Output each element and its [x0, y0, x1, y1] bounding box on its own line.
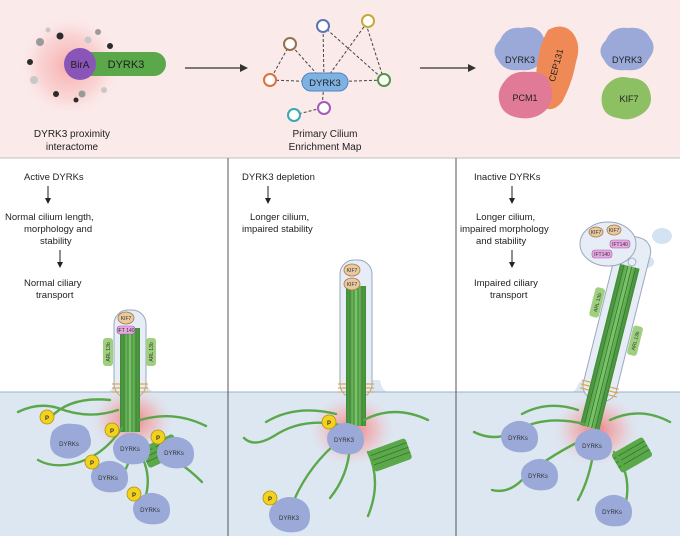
inactive-dyrk-blob-3: DYRKs	[521, 458, 558, 491]
dyrk-blob-2-label: DYRKs	[120, 447, 140, 453]
active-dyrk-blob-5: DYRKs	[133, 492, 170, 525]
depletion-title: DYRK3 depletion	[242, 172, 315, 183]
dyrk3-blob-b	[600, 27, 654, 71]
inactive-ift140-b: IFT140	[594, 252, 610, 258]
enrichment-map-panel: DYRK3 Primary Cilium Enrichment Map	[263, 14, 391, 153]
dyrk3-fusion-label: DYRK3	[108, 59, 145, 71]
svg-text:P: P	[132, 493, 136, 499]
inactive-dyrk-blob-2: DYRKs	[575, 428, 612, 461]
active-arl13b-left: ARL 13b	[106, 342, 112, 361]
bira-circle	[64, 48, 96, 80]
arrow-2-head	[468, 64, 476, 72]
inactive-title: Inactive DYRKs	[474, 172, 541, 183]
panel-depletion: DYRK3 depletion Longer cilium, impaired …	[242, 172, 430, 533]
inactive-blob-2-label: DYRKs	[582, 444, 602, 450]
dyrk3-node	[301, 72, 349, 92]
active-axoneme	[120, 328, 140, 432]
inactive-arl13b-a: ARL 13b	[593, 292, 604, 312]
active-dyrk-blob-1: DYRKs	[50, 423, 91, 459]
panel-active: Active DYRKs Normal cilium length, morph…	[5, 172, 208, 525]
active-p-5: P	[126, 486, 142, 502]
depletion-blob-1-label: DYRK3	[334, 438, 355, 444]
svg-text:P: P	[90, 461, 94, 467]
dyrk3-node-label: DYRK3	[309, 78, 341, 89]
inactive-kif7-b: KIF7	[609, 228, 620, 234]
dyrk-blob-1-label: DYRKs	[59, 442, 79, 448]
active-arl13b-right: ARL 13b	[149, 342, 155, 361]
depletion-kif7-a: KIF7	[347, 268, 358, 274]
kif7-label: KIF7	[619, 94, 638, 104]
dyrk3-blob-b-label: DYRK3	[612, 55, 642, 65]
active-p-3: P	[150, 429, 166, 445]
inactive-blob-4-label: DYRKs	[602, 510, 622, 516]
depletion-axoneme	[346, 286, 366, 426]
inactive-ift140-a: IFT140	[612, 242, 628, 248]
depletion-dyrk3-blob-1: DYRK3	[327, 422, 364, 455]
complex-panel: DYRK3 CEP131 PCM1 DYRK3 KIF7	[494, 26, 654, 120]
inactive-step3-line1: Impaired ciliary	[474, 278, 538, 289]
dyrk-blob-3-label: DYRKs	[164, 451, 184, 457]
bira-label: BirA	[71, 60, 90, 71]
inactive-step2-line2: impaired morphology	[460, 224, 549, 235]
inactive-dyrk-blob-4: DYRKs	[595, 494, 632, 527]
active-step2-line3: stability	[40, 236, 72, 247]
depletion-p-2: P	[262, 490, 278, 506]
enrichment-caption-line1: Primary Cilium	[293, 129, 358, 140]
inactive-dyrk-blob-1: DYRKs	[501, 420, 538, 453]
pcm1-blob	[498, 71, 553, 119]
active-step3-line1: Normal ciliary	[24, 278, 82, 289]
inactive-step3-line2: transport	[490, 290, 528, 301]
arrow-1-head	[240, 64, 248, 72]
svg-text:P: P	[327, 421, 331, 427]
dyrk-blob-5-label: DYRKs	[140, 508, 160, 514]
active-kif7-label: KIF7	[121, 316, 132, 322]
inactive-axoneme	[580, 263, 640, 430]
dyrk3-blob-a	[494, 27, 548, 71]
inactive-arl13b-b: ARL 13b	[631, 331, 642, 351]
active-ift140-label: IFT 140	[117, 328, 134, 334]
dyrk3-blob-a-label: DYRK3	[505, 55, 535, 65]
inactive-step2-line1: Longer cilium,	[476, 212, 535, 223]
panel-inactive: Inactive DYRKs Longer cilium, impaired m…	[460, 172, 672, 527]
active-dyrk-blob-4: DYRKs	[91, 460, 128, 493]
inactive-kif7-a: KIF7	[591, 230, 602, 236]
depletion-kif7-b: KIF7	[347, 282, 358, 288]
active-dyrk-blob-3: DYRKs	[157, 436, 194, 469]
inactive-blob-1-label: DYRKs	[508, 436, 528, 442]
proximity-interactome-panel: DYRK3 BirA DYRK3 proximity interactome	[18, 14, 166, 153]
dyrk-blob-4-label: DYRKs	[98, 476, 118, 482]
active-p-1: P	[39, 409, 55, 425]
svg-text:P: P	[268, 497, 272, 503]
inactive-step2-line3: and stability	[476, 236, 526, 247]
proximity-caption-line2: interactome	[46, 142, 99, 153]
depletion-p-1: P	[321, 414, 337, 430]
svg-text:P: P	[45, 416, 49, 422]
active-step3-line2: transport	[36, 290, 74, 301]
active-dyrk-blob-2: DYRKs	[113, 432, 150, 465]
active-p-4: P	[84, 454, 100, 470]
active-title: Active DYRKs	[24, 172, 84, 183]
depletion-step2-line2: impaired stability	[242, 224, 313, 235]
pcm1-label: PCM1	[512, 93, 537, 103]
depletion-step2-line1: Longer cilium,	[250, 212, 309, 223]
depletion-blob-2-label: DYRK3	[279, 516, 300, 522]
active-step2-line1: Normal cilium length,	[5, 212, 94, 223]
kif7-blob	[601, 77, 651, 120]
active-step2-line2: morphology and	[24, 224, 92, 235]
svg-text:P: P	[156, 436, 160, 442]
depletion-dyrk3-blob-2: DYRK3	[269, 497, 310, 533]
inactive-blob-3-label: DYRKs	[528, 474, 548, 480]
active-p-2: P	[104, 422, 120, 438]
svg-text:P: P	[110, 429, 114, 435]
enrichment-caption-line2: Enrichment Map	[289, 142, 362, 153]
proximity-caption-line1: DYRK3 proximity	[34, 129, 110, 140]
